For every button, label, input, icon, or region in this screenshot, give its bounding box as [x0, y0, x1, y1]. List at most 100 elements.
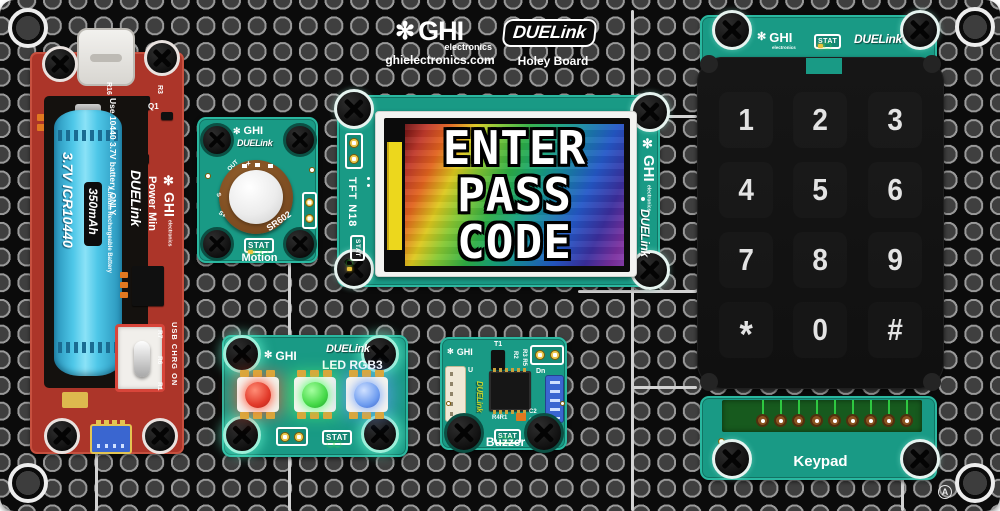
- board-name: Holey Board: [517, 54, 589, 68]
- ref-label-r1: R1: [156, 382, 163, 391]
- mounting-hole: [955, 7, 995, 47]
- ghi-logo-sub: electronics: [645, 184, 652, 212]
- sensor-pad: [255, 163, 260, 167]
- downstream-connector: [545, 375, 564, 423]
- status-led: [347, 261, 352, 265]
- keypad-footer-board: Keypad: [700, 396, 940, 480]
- ghi-logo-text: GHI: [275, 349, 297, 363]
- ghi-logo: ✻ GHI: [264, 349, 297, 363]
- ghi-logo-text: GHI: [243, 125, 264, 137]
- divider-line: [660, 115, 697, 118]
- screw: [223, 335, 261, 373]
- led-blue-package: [346, 370, 388, 419]
- gold-dot: [560, 401, 565, 406]
- module-name: Buzzer: [485, 435, 526, 449]
- gold-pad: [305, 197, 314, 207]
- keypad-key-1[interactable]: 1: [719, 92, 773, 148]
- keypad-key-3[interactable]: 3: [868, 92, 922, 148]
- stat-badge: STAT: [494, 425, 522, 444]
- ic-pins: [493, 410, 527, 414]
- connector-pins: [450, 372, 453, 416]
- pir-dome: [229, 170, 283, 224]
- gold-dot: [205, 173, 211, 179]
- white-dot: [367, 184, 370, 187]
- panel-nub: [700, 373, 718, 391]
- sensor-pad: [242, 164, 247, 168]
- connector-pins: [96, 420, 128, 426]
- keypad-key-9[interactable]: 9: [868, 232, 922, 288]
- ref-label-t1: T1: [494, 341, 503, 348]
- keypad-panel: 1 2 3 4 5 6 7 8 9 * 0 #: [697, 55, 944, 391]
- keypad-key-2[interactable]: 2: [793, 92, 847, 148]
- mounting-hole: [955, 463, 995, 503]
- connector-label-dn: Dn: [536, 368, 546, 375]
- tft-screen: ENTER PASS CODE: [405, 124, 624, 266]
- ref-label-r4r1: R4R1: [492, 415, 508, 421]
- connector-slots: [550, 381, 560, 419]
- ghi-logo-icon: ✻: [447, 347, 454, 356]
- ref-label-r6: R6: [156, 356, 163, 365]
- keypad-key-0[interactable]: 0: [793, 302, 847, 358]
- motion-module: ✻ GHI DUELink OUT + - S+ S SR602 STAT Mo…: [197, 117, 318, 264]
- ghi-logo: ✻ GHI: [447, 347, 473, 357]
- keypad-key-5[interactable]: 5: [793, 162, 847, 218]
- screw: [144, 40, 180, 76]
- pin-label-s-plus: S+: [216, 210, 227, 220]
- stat-badge: STAT: [350, 235, 369, 262]
- keypad-key-hash[interactable]: #: [868, 302, 922, 358]
- screw: [900, 10, 940, 50]
- keypad-key-7[interactable]: 7: [719, 232, 773, 288]
- gold-dot: [309, 167, 315, 173]
- circled-a-mark: A: [938, 485, 952, 499]
- white-dot: [367, 177, 370, 180]
- gold-pad: [349, 138, 359, 148]
- expansion-pads: [530, 345, 564, 365]
- gold-pad: [549, 350, 560, 360]
- battery-capacity-badge: 350mAh: [84, 182, 102, 246]
- screw: [283, 227, 317, 261]
- module-name: Motion: [241, 252, 278, 264]
- duelink-logo: DUELink: [237, 138, 273, 148]
- keypad-flex-tab: [806, 58, 842, 74]
- stat-leds: [248, 250, 267, 254]
- status-led: [347, 267, 352, 271]
- power-switch[interactable]: [115, 324, 165, 392]
- keypad-key-6[interactable]: 6: [868, 162, 922, 218]
- screw: [712, 10, 752, 50]
- status-led: [825, 44, 830, 48]
- screw: [524, 413, 564, 453]
- charge-labels: USB CHRG ON: [170, 322, 179, 387]
- battery-model: 3.7V ICR10440: [60, 152, 76, 248]
- keypad-key-8[interactable]: 8: [793, 232, 847, 288]
- keypad-key-star[interactable]: *: [719, 302, 773, 358]
- stat-badge: STAT: [244, 235, 274, 253]
- keypad-key-4[interactable]: 4: [719, 162, 773, 218]
- screen-texture: [405, 124, 624, 266]
- pir-sensor-base: OUT + - S+ S SR602: [215, 159, 293, 234]
- expansion-pads: [276, 427, 308, 446]
- keypad-keys: 1 2 3 4 5 6 7 8 9 * 0 #: [709, 85, 932, 365]
- ghi-logo: ✻ GHI: [233, 125, 263, 137]
- ref-label-r3r5: R3 R5: [521, 349, 527, 367]
- battery-type: Lithium Rechargeable Battery: [106, 188, 112, 274]
- led-rgb3-module: ✻ GHI DUELink LED RGB3 STAT: [222, 335, 408, 457]
- usb-c-port[interactable]: [77, 28, 135, 86]
- website-text: ghielectronics.com: [385, 53, 495, 67]
- screw: [334, 89, 374, 129]
- ref-label-r3: R3: [156, 85, 163, 94]
- screw: [223, 416, 261, 454]
- ghi-logo: ✻ GHI: [395, 16, 464, 47]
- display-panel: ENTER PASS CODE: [375, 111, 637, 277]
- power-switch-lever[interactable]: [134, 341, 150, 377]
- display-bezel: ENTER PASS CODE: [384, 118, 630, 272]
- ghi-logo-icon: ✻: [395, 17, 416, 45]
- module-name: Power Min: [146, 176, 158, 232]
- panel-nub: [923, 55, 941, 73]
- ghi-logo-icon: ✻: [233, 125, 241, 136]
- screen-text-block: ENTER PASS CODE: [405, 124, 624, 266]
- battery-terminal: [75, 104, 101, 114]
- ghi-logo-text: GHI: [456, 347, 473, 357]
- divider-line: [578, 290, 697, 293]
- pad: [120, 292, 128, 298]
- led-red-package: [237, 370, 279, 419]
